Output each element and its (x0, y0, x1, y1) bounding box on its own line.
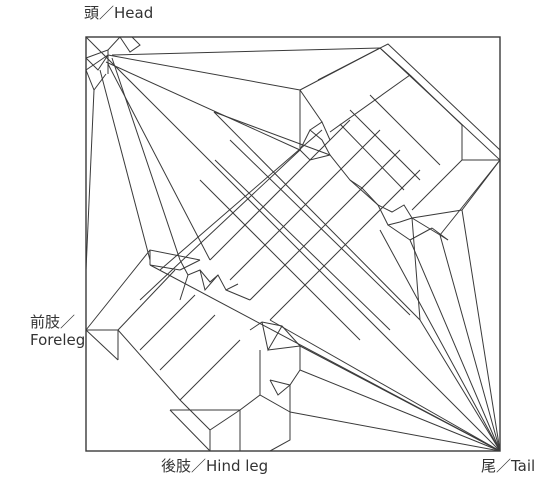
tail-label: 尾／Tail (481, 457, 536, 475)
paper-square-border (85, 36, 501, 452)
foreleg-label-line2: Foreleg (30, 331, 86, 349)
head-flap-crease (85, 36, 122, 59)
crease-lines (85, 36, 501, 452)
foreleg-label-line1: 前肢／ (30, 313, 76, 331)
foreleg-label: 前肢／ Foreleg (30, 313, 85, 349)
hindleg-flap-crease (169, 409, 211, 452)
head-label: 頭／Head (84, 4, 154, 22)
main-diagonal (85, 36, 501, 452)
hind-leg-label: 後肢／Hind leg (161, 457, 269, 475)
